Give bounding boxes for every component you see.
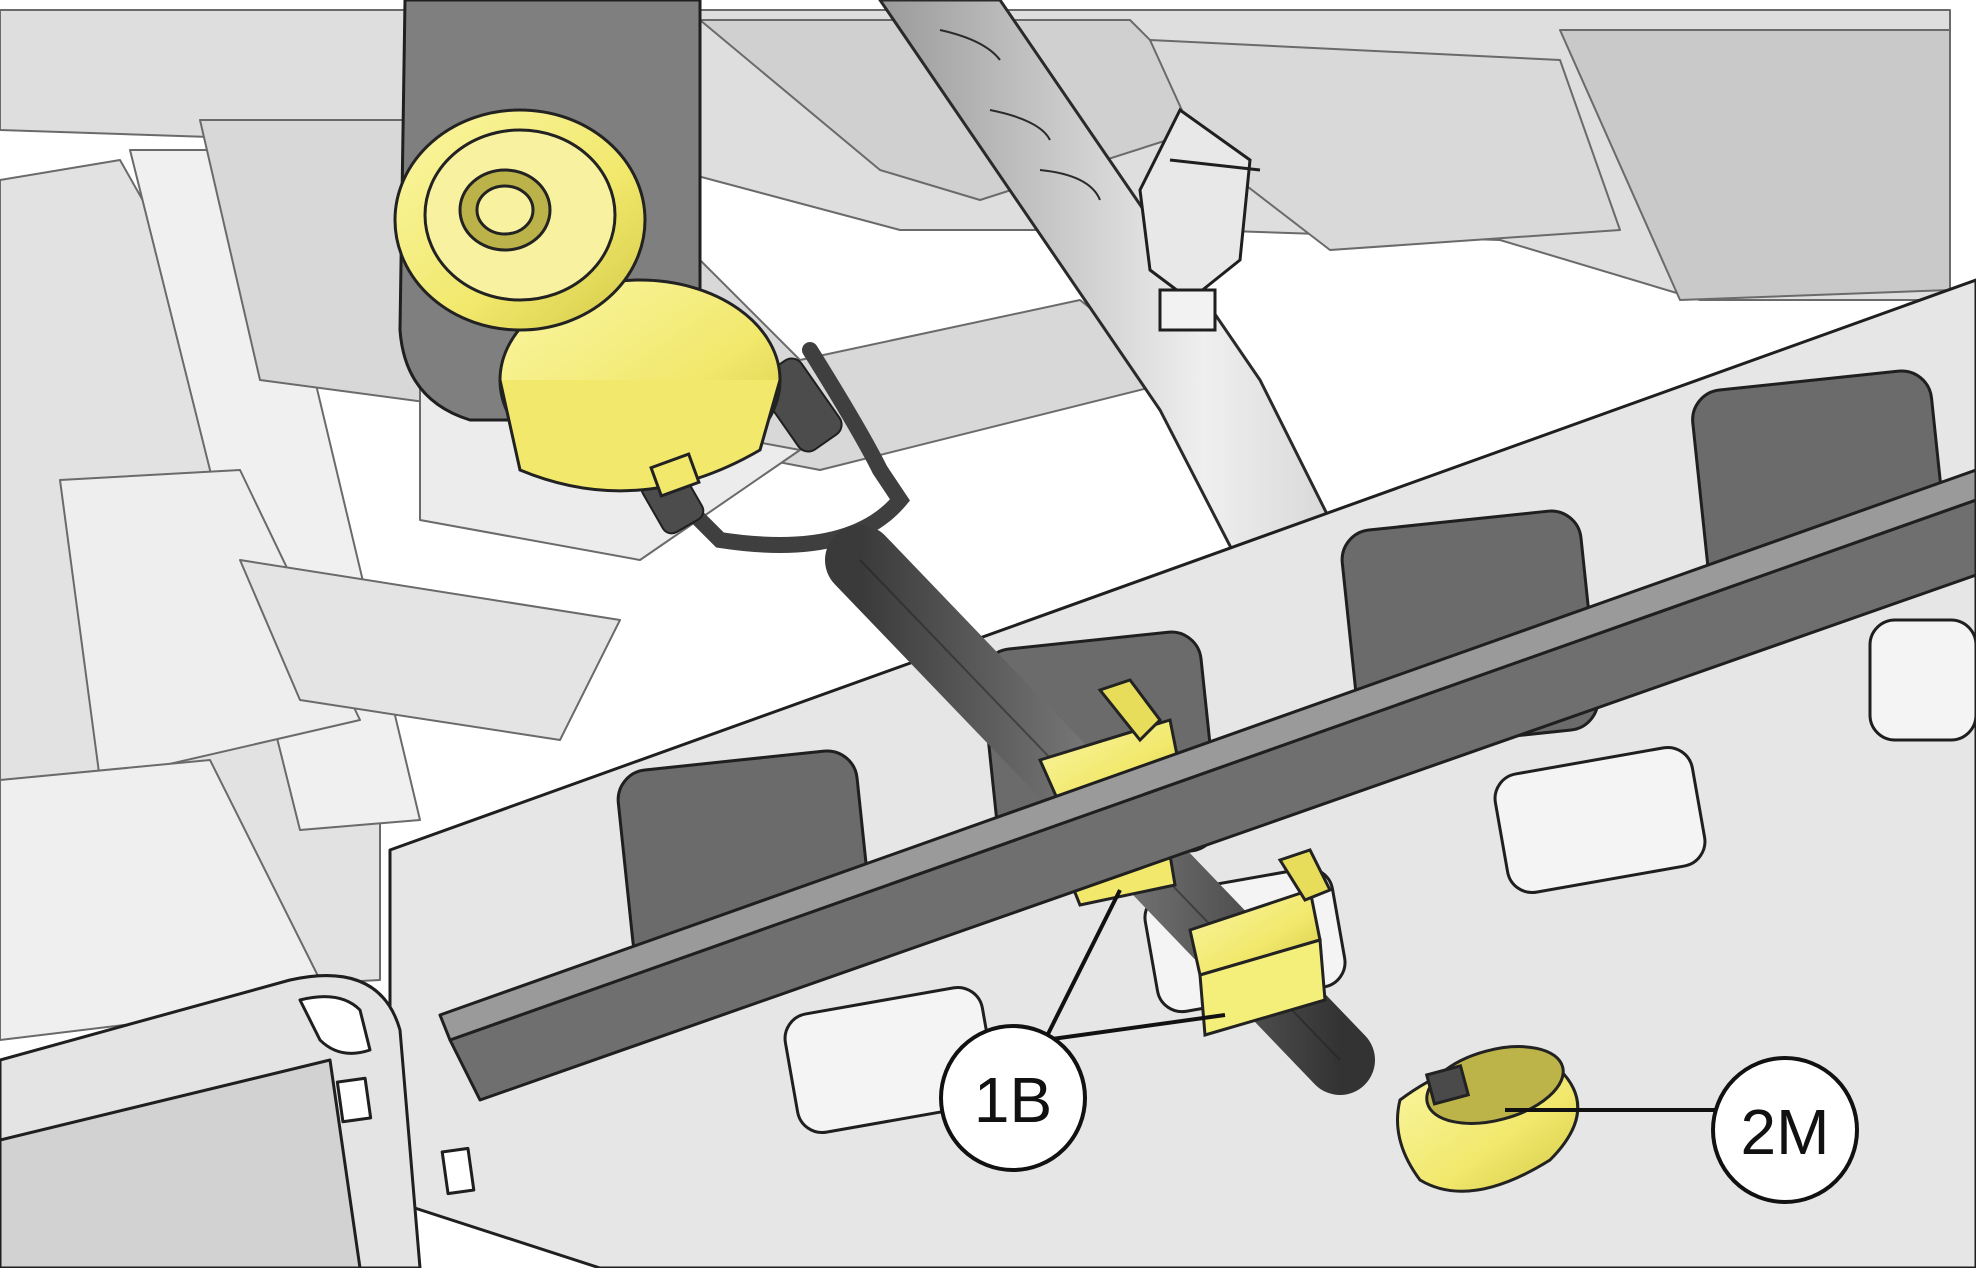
callout-label-1b: 1B	[974, 1064, 1052, 1136]
end-bracket	[0, 974, 476, 1268]
sensor-unit	[1396, 1045, 1580, 1193]
callout-2m: 2M	[1711, 1056, 1859, 1204]
beam	[438, 468, 1976, 1102]
callout-circle-icon	[939, 1024, 1087, 1172]
callout-label-2m: 2M	[1741, 1096, 1830, 1168]
cable-clip-lower	[1188, 848, 1333, 1037]
round-connector	[393, 108, 782, 498]
leader-line-1b-lower	[1044, 1013, 1226, 1042]
leader-line-1b-upper	[1043, 889, 1122, 1041]
hose-clamp	[1138, 107, 1261, 332]
callout-circle-icon	[1711, 1056, 1859, 1204]
leader-lines	[1043, 889, 1715, 1112]
cable-clip-upper	[1037, 678, 1182, 907]
cable-clips	[1037, 678, 1333, 1037]
callout-1b: 1B	[939, 1024, 1087, 1172]
